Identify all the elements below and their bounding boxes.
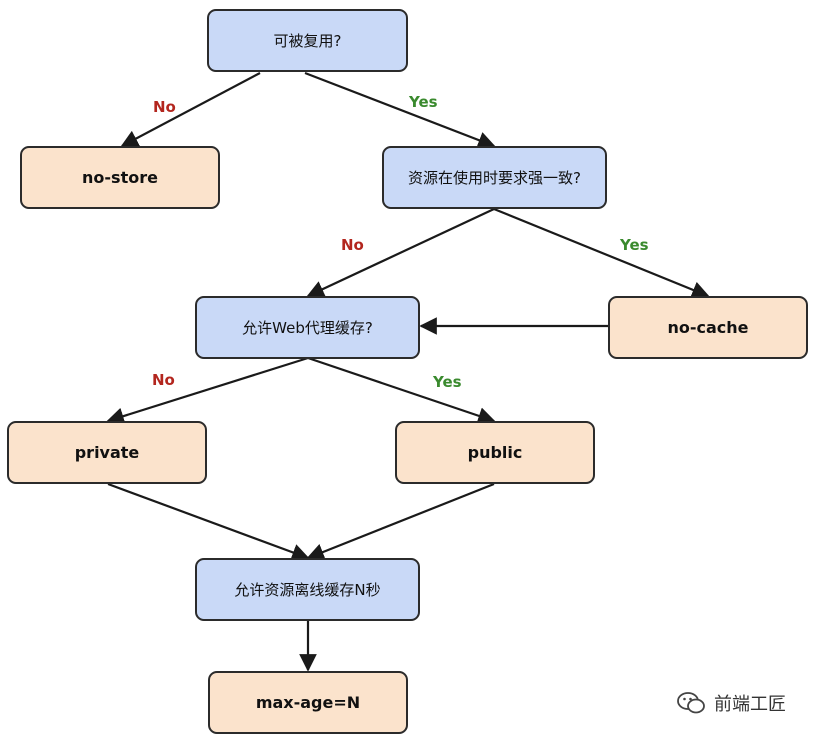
node-offline-cache-label: 允许资源离线缓存N秒: [234, 581, 381, 599]
node-strong-consistency-label: 资源在使用时要求强一致?: [408, 169, 581, 187]
edge-reusable-to-strong: [304, 71, 496, 149]
node-no-store-label: no-store: [82, 168, 158, 187]
label-reusable-no: No: [153, 98, 176, 116]
node-reusable-label: 可被复用?: [273, 32, 342, 50]
label-strong-no: No: [341, 236, 364, 254]
node-proxy-cache: 允许Web代理缓存?: [195, 296, 420, 359]
label-reusable-yes: Yes: [409, 93, 438, 111]
edge-private-to-offline: [107, 482, 310, 561]
edge-proxy-to-private: [106, 356, 309, 425]
label-strong-yes: Yes: [620, 236, 649, 254]
node-strong-consistency: 资源在使用时要求强一致?: [382, 146, 607, 209]
node-max-age: max-age=N: [208, 671, 408, 734]
edge-proxy-to-public: [307, 356, 496, 425]
edge-strong-to-proxy: [306, 208, 495, 298]
watermark-text: 前端工匠: [714, 694, 786, 715]
node-max-age-label: max-age=N: [255, 693, 361, 712]
node-no-cache-label: no-cache: [667, 318, 749, 337]
node-no-store: no-store: [20, 146, 220, 209]
edge-reusable-to-nostore: [120, 72, 261, 147]
node-private-label: private: [74, 443, 140, 462]
edge-public-to-offline: [306, 482, 495, 561]
node-no-cache: no-cache: [608, 296, 808, 359]
edge-strong-to-nocache: [493, 207, 710, 299]
node-proxy-cache-label: 允许Web代理缓存?: [242, 319, 373, 337]
label-proxy-yes: Yes: [433, 373, 462, 391]
watermark: 前端工匠: [676, 690, 786, 716]
node-reusable: 可被复用?: [207, 9, 408, 72]
label-proxy-no: No: [152, 371, 175, 389]
wechat-icon: [677, 692, 705, 714]
node-private: private: [7, 421, 207, 484]
node-public-label: public: [467, 443, 523, 462]
node-public: public: [395, 421, 595, 484]
node-offline-cache: 允许资源离线缓存N秒: [195, 558, 420, 621]
